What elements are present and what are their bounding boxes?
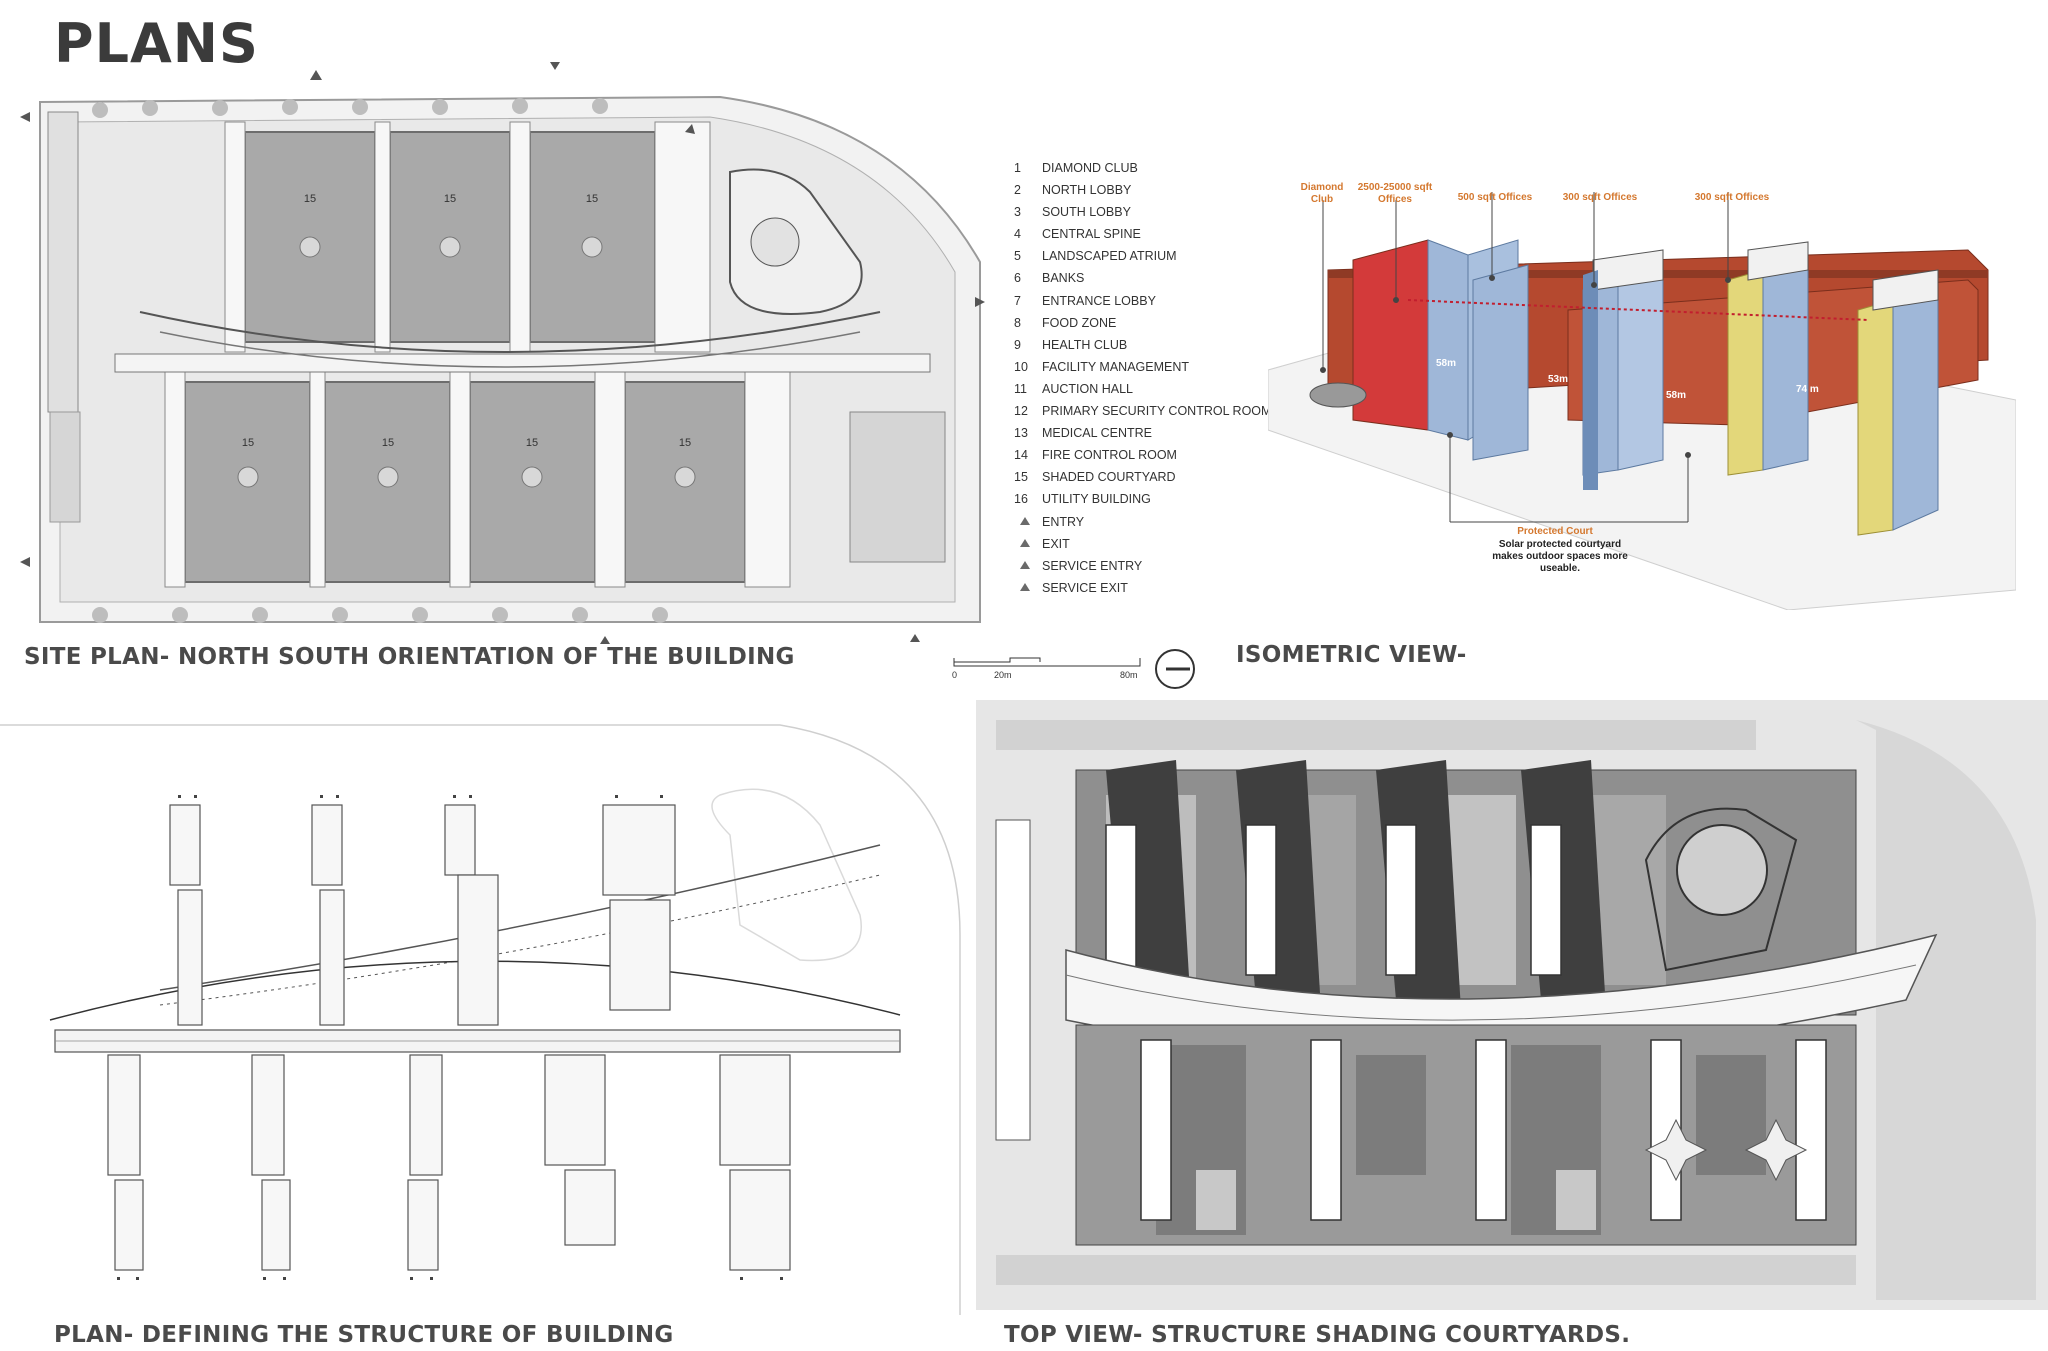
legend-label: LANDSCAPED ATRIUM xyxy=(1042,249,1177,264)
legend-item: 5 LANDSCAPED ATRIUM xyxy=(1014,246,1274,268)
legend-label: FOOD ZONE xyxy=(1042,315,1117,330)
courtyard-label: 15 xyxy=(382,437,394,449)
legend-item: 13 MEDICAL CENTRE xyxy=(1014,423,1274,445)
north-arrow-icon xyxy=(1154,648,1196,690)
legend-item: 7 ENTRANCE LOBBY xyxy=(1014,291,1274,313)
site-plan-svg: 15 15 15 15 15 15 15 xyxy=(20,62,985,644)
top-view-svg xyxy=(995,720,2036,1300)
protected-court-title: Protected Court xyxy=(1517,526,1593,537)
legend-item: 9 HEALTH CLUB xyxy=(1014,335,1274,357)
legend-item: 2 NORTH LOBBY xyxy=(1014,180,1274,202)
page-title: PLANS xyxy=(54,12,259,75)
isometric-label: 500 sqft Offices xyxy=(1457,192,1533,203)
protected-court-note: Solar protected courtyard makes outdoor … xyxy=(1492,539,1628,574)
legend-label: DIAMOND CLUB xyxy=(1042,161,1138,175)
isometric-dimension: 58m xyxy=(1666,390,1687,401)
scale-tick: 0 xyxy=(952,670,957,680)
courtyard-label: 15 xyxy=(242,437,254,449)
legend-label: SHADED COURTYARD xyxy=(1042,470,1176,485)
legend-label: ENTRY xyxy=(1042,514,1085,529)
isometric-dimension: 58m xyxy=(1436,358,1457,369)
legend-label: CENTRAL SPINE xyxy=(1042,227,1141,242)
legend-label: SERVICE ENTRY xyxy=(1042,558,1143,573)
courtyard-label: 15 xyxy=(586,193,598,205)
legend-item: 15 SHADED COURTYARD xyxy=(1014,467,1274,489)
legend-number: 15 xyxy=(1014,470,1028,485)
legend-item: 8 FOOD ZONE xyxy=(1014,313,1274,335)
isometric-dimension: 74 m xyxy=(1796,384,1819,395)
courtyard-label: 15 xyxy=(304,193,316,205)
structure-plan-caption: PLAN- DEFINING THE STRUCTURE OF BUILDING xyxy=(54,1322,674,1348)
isometric-svg xyxy=(1268,192,2016,610)
isometric-label: 300 sqft Offices xyxy=(1562,192,1638,203)
legend-number: 4 xyxy=(1014,227,1021,242)
legend-number: 11 xyxy=(1014,381,1027,396)
legend-item: 10 FACILITY MANAGEMENT xyxy=(1014,357,1274,379)
legend-item: 1 DIAMOND CLUB xyxy=(1014,158,1274,180)
legend-label: EXIT xyxy=(1042,536,1070,551)
legend-item: 16 UTILITY BUILDING xyxy=(1014,489,1274,511)
legend-number: 3 xyxy=(1014,205,1021,220)
legend-label: ENTRANCE LOBBY xyxy=(1042,293,1156,308)
legend-label: FIRE CONTROL ROOM xyxy=(1042,448,1177,463)
legend-number: 8 xyxy=(1014,315,1021,330)
legend-number: 7 xyxy=(1014,293,1021,308)
legend-label: SOUTH LOBBY xyxy=(1042,205,1131,220)
legend-label: BANKS xyxy=(1042,271,1085,286)
legend-item: 4 CENTRAL SPINE xyxy=(1014,224,1274,246)
legend-number: 16 xyxy=(1014,492,1028,507)
isometric-label: Diamond Club xyxy=(1300,182,1344,205)
legend-symbol: SERVICE ENTRY xyxy=(1014,556,1274,578)
structure-plan-svg xyxy=(0,724,961,1315)
isometric-label: 2500-25000 sqft Offices xyxy=(1357,182,1433,205)
scale-bar: 0 20m 80m xyxy=(950,652,1150,682)
legend-label: MEDICAL CENTRE xyxy=(1042,426,1152,441)
legend-item: 3 SOUTH LOBBY xyxy=(1014,202,1274,224)
legend-number: 2 xyxy=(1014,183,1021,198)
isometric-label: 300 sqft Offices xyxy=(1694,192,1770,203)
scale-tick: 80m xyxy=(1120,670,1138,680)
legend-label: AUCTION HALL xyxy=(1042,381,1133,396)
site-plan-caption: SITE PLAN- NORTH SOUTH ORIENTATION OF TH… xyxy=(24,644,795,670)
legend-number: 14 xyxy=(1014,448,1028,463)
scale-tick: 20m xyxy=(994,670,1012,680)
entry-triangle-icon xyxy=(1020,516,1030,525)
courtyard-label: 15 xyxy=(444,193,456,205)
legend-symbol: SERVICE EXIT xyxy=(1014,578,1274,600)
top-view-caption: TOP VIEW- STRUCTURE SHADING COURTYARDS. xyxy=(1004,1322,1631,1348)
legend-number: 12 xyxy=(1014,404,1028,419)
legend-label: SERVICE EXIT xyxy=(1042,580,1128,595)
legend-item: 11 AUCTION HALL xyxy=(1014,379,1274,401)
legend-label: PRIMARY SECURITY CONTROL ROOM xyxy=(1042,404,1272,419)
legend-number: 9 xyxy=(1014,337,1021,352)
legend-number: 10 xyxy=(1014,359,1028,374)
service-exit-triangle-icon xyxy=(1020,582,1030,591)
legend-label: FACILITY MANAGEMENT xyxy=(1042,359,1190,374)
isometric-caption: ISOMETRIC VIEW- xyxy=(1236,642,1467,668)
scale-bar-svg: 0 20m 80m xyxy=(952,657,1141,680)
legend-number: 5 xyxy=(1014,249,1021,264)
legend-symbol: ENTRY xyxy=(1014,512,1274,534)
isometric-dimension: 53m xyxy=(1548,374,1569,385)
legend-label: NORTH LOBBY xyxy=(1042,183,1132,198)
legend-symbol: EXIT xyxy=(1014,534,1274,556)
legend-label: HEALTH CLUB xyxy=(1042,337,1128,352)
structure-plan-drawing xyxy=(0,715,970,1320)
legend-number: 13 xyxy=(1014,426,1028,441)
courtyard-label: 15 xyxy=(526,437,538,449)
exit-triangle-icon xyxy=(1020,538,1030,547)
legend-item: 6 BANKS xyxy=(1014,268,1274,290)
legend-item: 14 FIRE CONTROL ROOM xyxy=(1014,445,1274,467)
site-plan-drawing: 15 15 15 15 15 15 15 xyxy=(20,62,990,647)
courtyard-label: 15 xyxy=(679,437,691,449)
service-entry-triangle-icon xyxy=(1020,560,1030,569)
top-view-drawing xyxy=(976,700,2048,1310)
legend-number: 6 xyxy=(1014,271,1021,286)
legend-item: 12 PRIMARY SECURITY CONTROL ROOM xyxy=(1014,401,1274,423)
isometric-drawing xyxy=(1268,170,2016,610)
legend-number: 1 xyxy=(1014,161,1021,175)
legend-label: UTILITY BUILDING xyxy=(1042,492,1151,507)
